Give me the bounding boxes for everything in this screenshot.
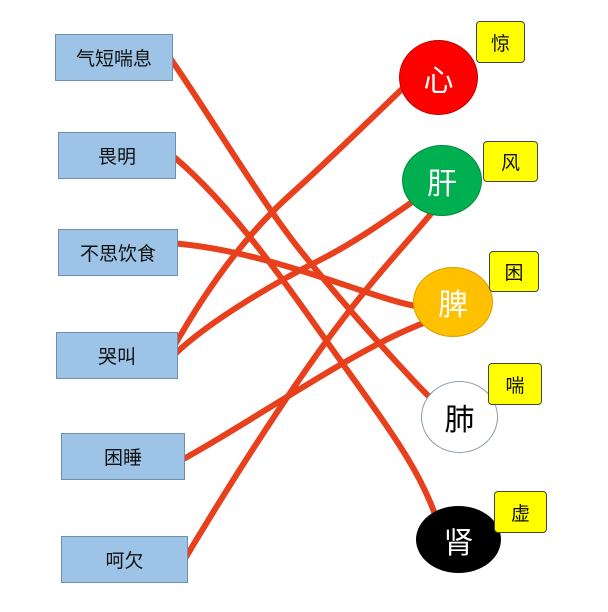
tag-xu: 虚 (494, 491, 547, 533)
symptom-label: 气短喘息 (75, 48, 152, 70)
line-kunshui-pi (157, 312, 446, 475)
organ-pi: 脾 (413, 267, 493, 337)
tag-kun: 困 (489, 251, 539, 292)
organ-gan: 肝 (402, 145, 482, 216)
symptom-box-busi: 不思饮食 (58, 229, 178, 276)
tag-label: 喘 (505, 374, 525, 397)
tag-chuan: 喘 (488, 363, 542, 405)
organ-label: 心 (423, 63, 454, 99)
organ-xin: 心 (399, 40, 478, 115)
symptom-box-kunming: 畏明 (58, 132, 176, 179)
line-haqian-gan (180, 207, 437, 565)
tag-label: 风 (500, 152, 520, 174)
symptom-label: 困睡 (103, 447, 142, 469)
symptom-box-kujiao: 哭叫 (56, 332, 178, 379)
symptom-label: 不思饮食 (79, 243, 156, 265)
organ-label: 肾 (443, 525, 474, 561)
tag-feng: 风 (483, 141, 538, 182)
line-qiduan-fei (167, 55, 448, 415)
organ-fei: 肺 (421, 381, 498, 453)
symptom-box-kunshui: 困睡 (61, 433, 185, 480)
organ-label: 脾 (438, 288, 468, 323)
organ-label: 肺 (444, 403, 475, 438)
symptom-label: 哭叫 (97, 346, 136, 368)
tag-label: 困 (504, 262, 524, 284)
organ-shen: 肾 (416, 506, 501, 573)
organ-label: 肝 (427, 166, 457, 202)
tag-jing: 惊 (476, 21, 525, 63)
tag-label: 惊 (490, 32, 510, 55)
symptom-label: 畏明 (97, 146, 136, 168)
symptom-box-qiduan: 气短喘息 (55, 34, 173, 81)
line-kunming-shen (160, 145, 440, 523)
tag-label: 虚 (510, 502, 530, 525)
line-kujiao-xin (169, 69, 423, 353)
line-kujiao-gan (171, 195, 421, 358)
symptom-label: 呵欠 (105, 550, 144, 572)
symptom-box-haqian: 呵欠 (61, 536, 188, 583)
